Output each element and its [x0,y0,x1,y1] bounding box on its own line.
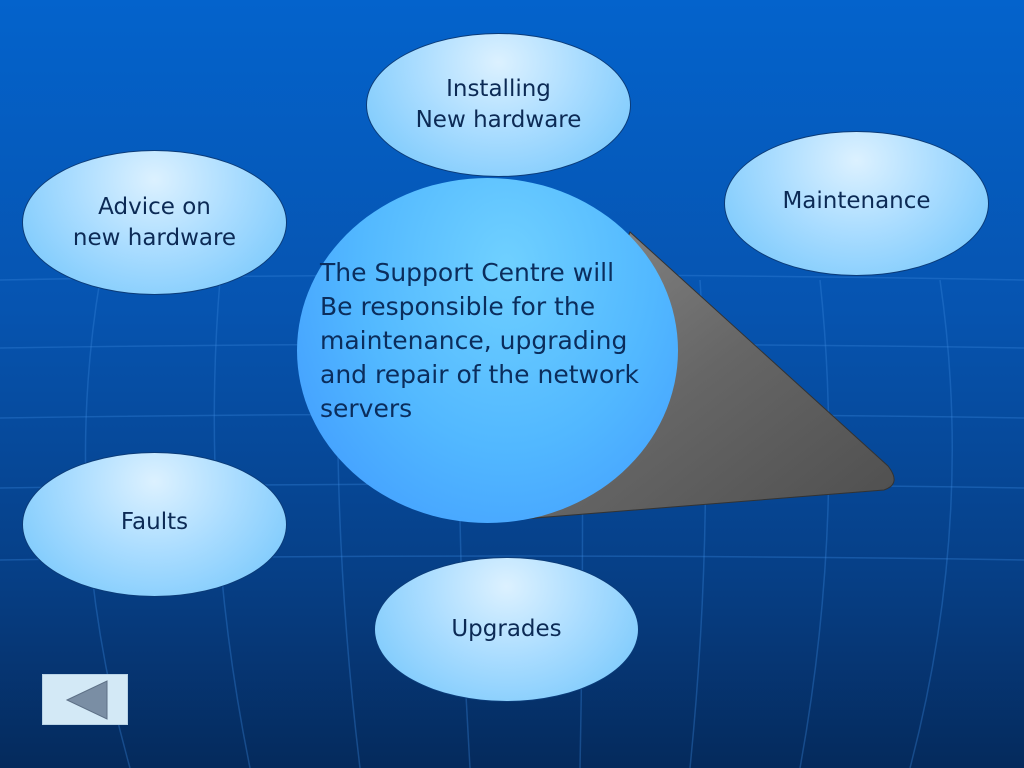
center-circle [297,178,678,523]
node-installing-new-hardware: Installing New hardware [366,33,631,177]
node-label: Installing New hardware [415,76,582,133]
node-maintenance: Maintenance [724,131,989,276]
node-advice-on-new-hardware: Advice on new hardware [22,150,287,295]
node-label: Advice on new hardware [72,193,237,251]
node-label: Upgrades [451,616,562,642]
center-text: The Support Centre will Be responsible f… [320,258,639,423]
back-button[interactable] [42,674,128,725]
node-label: Maintenance [782,188,931,214]
node-faults: Faults [22,452,287,597]
node-upgrades: Upgrades [374,557,639,702]
node-label: Faults [120,509,189,535]
triangle-left-icon [65,680,108,720]
